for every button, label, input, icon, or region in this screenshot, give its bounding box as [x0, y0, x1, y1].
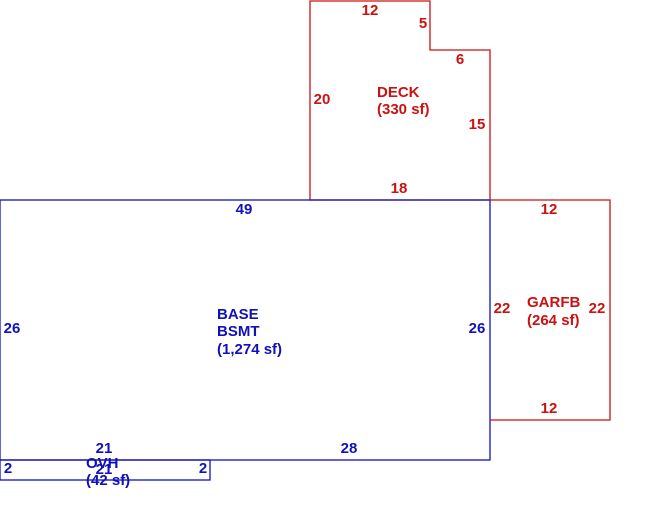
deck-dim-left: 20	[314, 91, 331, 108]
overhang-area: (42 sf)	[86, 472, 130, 489]
base-area: (1,274 sf)	[217, 341, 282, 358]
overhang-dim-top: 21	[96, 440, 113, 457]
overhang-dim-bottom: 21	[96, 461, 113, 478]
base-dim-left: 26	[4, 320, 21, 337]
garage-outline	[490, 199, 611, 421]
deck-name: DECK	[377, 84, 420, 101]
deck-dim-notch-right: 6	[456, 51, 464, 68]
deck-dim-right: 15	[469, 116, 486, 133]
deck-area: (330 sf)	[377, 101, 430, 118]
base-outline	[0, 199, 491, 461]
overhang-dim-left: 2	[4, 460, 12, 477]
deck-dim-notch-down: 5	[419, 15, 427, 32]
garage-dim-top: 12	[541, 201, 558, 218]
garage-name: GARFB	[527, 294, 580, 311]
base-name-line1: BASE	[217, 306, 259, 323]
garage-dim-left: 22	[494, 300, 511, 317]
base-dim-bottom: 28	[341, 440, 358, 457]
garage-dim-right: 22	[589, 300, 606, 317]
overhang-outline	[0, 459, 211, 481]
base-dim-top: 49	[236, 201, 253, 218]
garage-dim-bottom: 12	[541, 400, 558, 417]
base-name-line2: BSMT	[217, 323, 260, 340]
overhang-dim-right: 2	[199, 460, 207, 477]
deck-dim-top: 12	[362, 2, 379, 19]
base-dim-right: 26	[469, 320, 486, 337]
garage-area: (264 sf)	[527, 312, 580, 329]
overhang-name: OVH	[86, 455, 119, 472]
deck-dim-bottom: 18	[391, 180, 408, 197]
